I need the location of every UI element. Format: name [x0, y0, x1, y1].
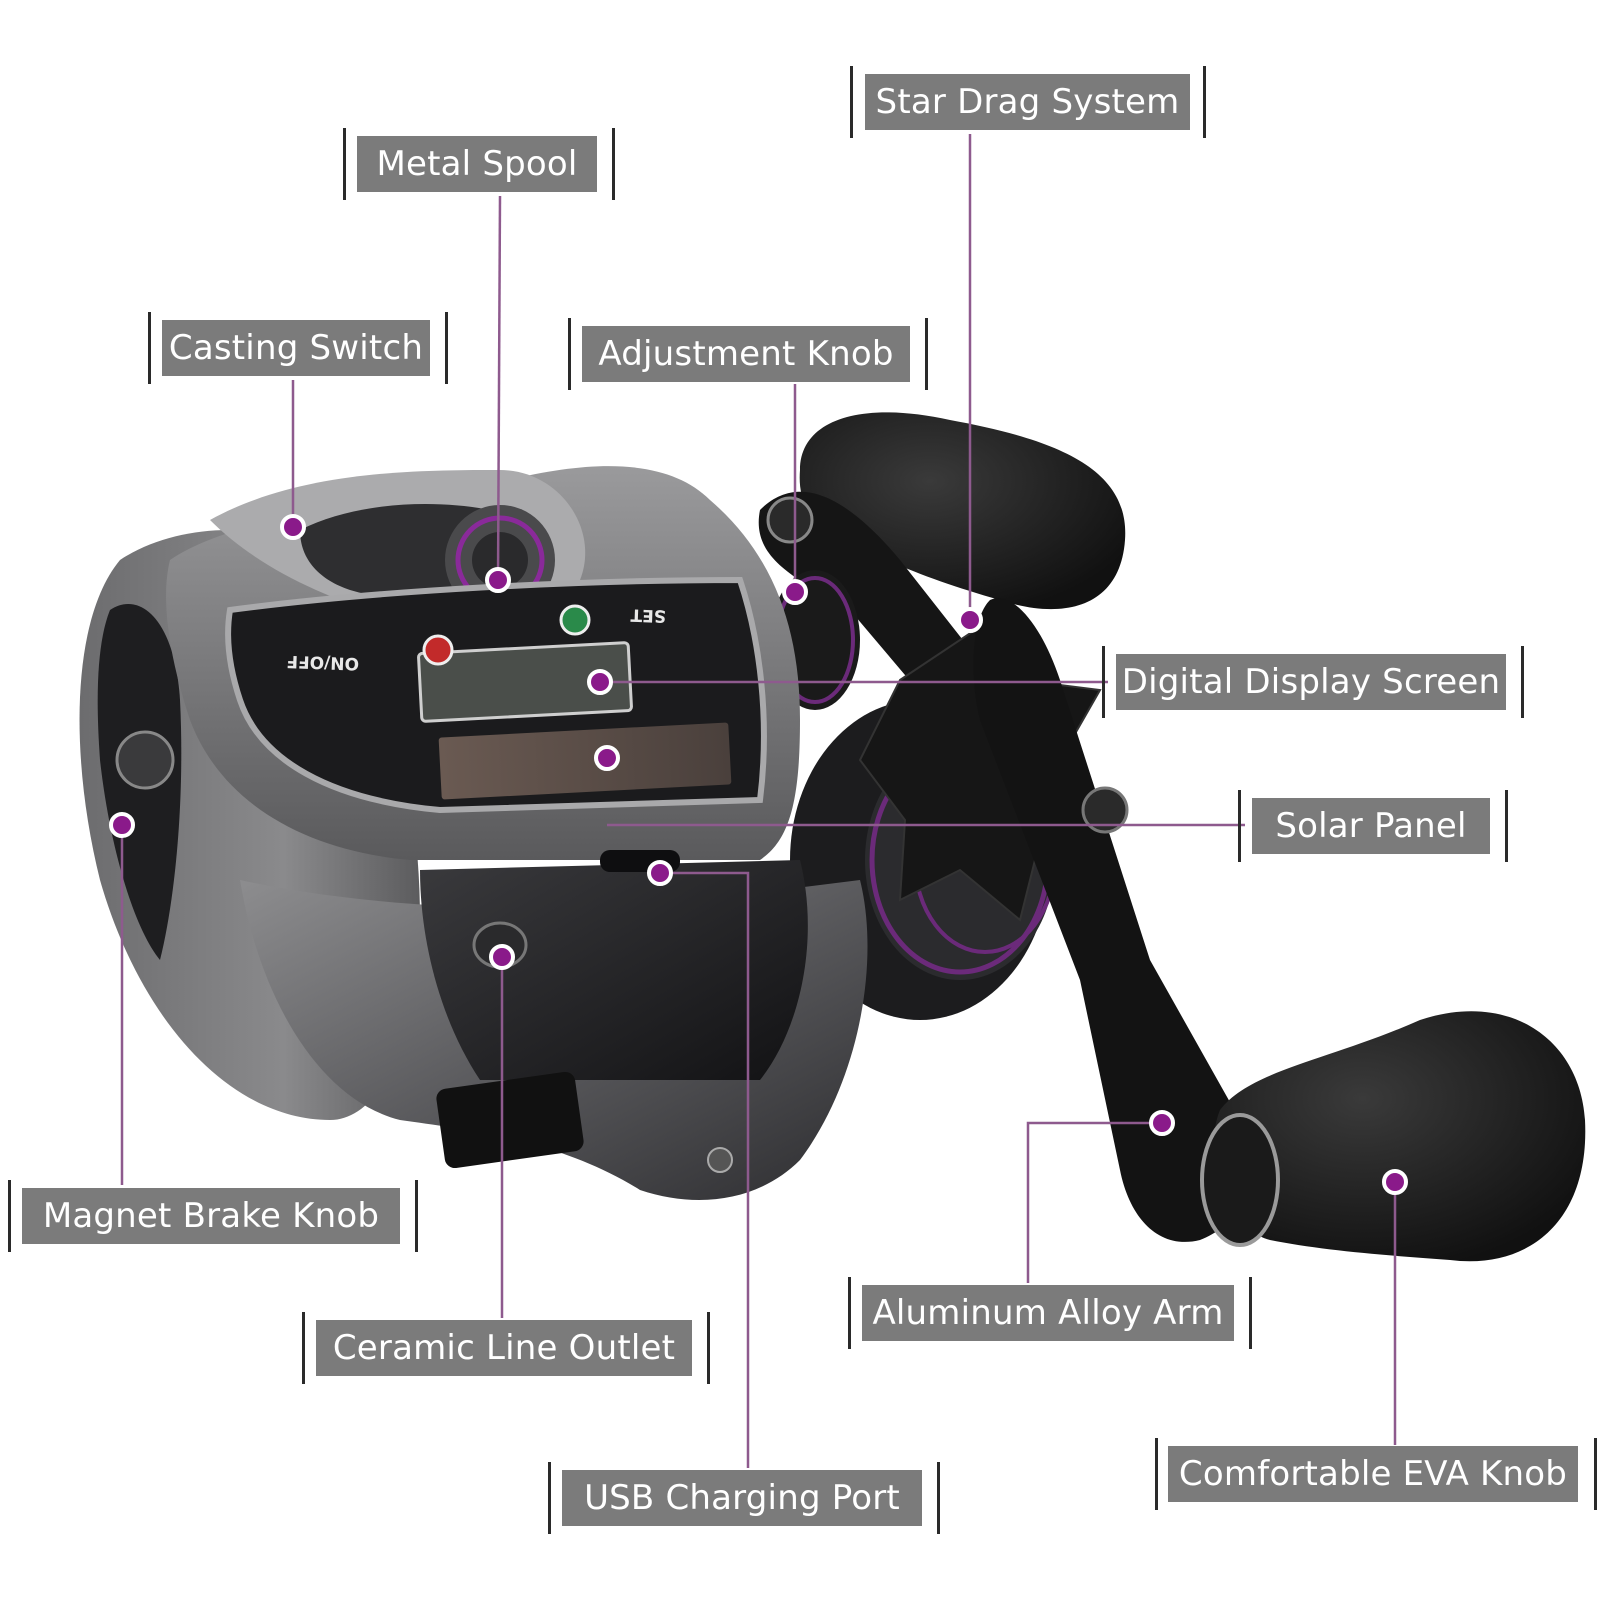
on-off-text: ON/OFF: [286, 651, 359, 674]
leader-metal-spool: [496, 195, 502, 581]
label-solar-panel: Solar Panel: [1252, 798, 1490, 854]
label-aluminum-arm: Aluminum Alloy Arm: [862, 1285, 1234, 1341]
marker-eva-knob: [1382, 1169, 1408, 1195]
label-star-drag: Star Drag System: [865, 74, 1190, 130]
marker-star-drag: [957, 607, 983, 633]
label-ceramic-outlet: Ceramic Line Outlet: [316, 1320, 692, 1376]
label-casting-switch: Casting Switch: [162, 320, 430, 376]
marker-usb-port: [647, 860, 673, 886]
marker-adjustment-knob: [782, 579, 808, 605]
marker-ceramic-outlet: [489, 944, 515, 970]
set-text: SET: [630, 604, 667, 625]
markers: [109, 514, 1408, 1195]
label-magnet-brake: Magnet Brake Knob: [22, 1188, 400, 1244]
label-metal-spool: Metal Spool: [357, 136, 597, 192]
on-off-button: [422, 634, 454, 666]
marker-metal-spool: [485, 567, 511, 593]
leader-usb-port: [660, 871, 750, 1468]
leader-lines: [120, 134, 1397, 1468]
label-digital-display: Digital Display Screen: [1116, 654, 1506, 710]
marker-solar-panel: [594, 745, 620, 771]
label-eva-knob: Comfortable EVA Knob: [1168, 1446, 1578, 1502]
marker-magnet-brake: [109, 812, 135, 838]
label-usb-port: USB Charging Port: [562, 1470, 922, 1526]
marker-digital-display: [587, 669, 613, 695]
marker-aluminum-arm: [1149, 1110, 1175, 1136]
upper-handle-knob: [799, 412, 1126, 610]
lower-handle-arm: [973, 598, 1255, 1242]
label-adjustment-knob: Adjustment Knob: [582, 326, 910, 382]
set-button: [559, 604, 591, 636]
marker-casting-switch: [280, 514, 306, 540]
lower-handle-knob: [1213, 1011, 1586, 1262]
solar-panel-cells: [438, 722, 732, 800]
digital-display: [417, 641, 633, 723]
leader-aluminum-arm: [1026, 1121, 1162, 1283]
